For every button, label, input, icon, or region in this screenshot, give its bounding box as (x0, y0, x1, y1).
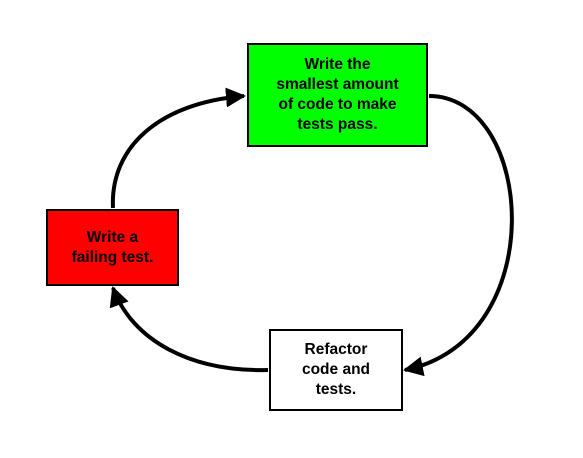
node-text-line: Write the (304, 56, 371, 73)
node-text-line: failing test. (71, 248, 154, 266)
node-text-line: tests pass. (297, 116, 378, 133)
node-text-line: smallest amount (276, 76, 399, 93)
make-tests-pass-node: Write the smallest amount of code to mak… (247, 43, 428, 147)
write-failing-test-node: Write a failing test. (46, 209, 179, 286)
arrow-failing-to-pass (110, 87, 246, 209)
arrow-refactor-to-failing (109, 286, 269, 373)
node-text-line: tests. (315, 381, 357, 398)
node-text-line: code and (301, 361, 371, 378)
node-text-line: of code to make (278, 96, 397, 113)
arrow-pass-to-refactor (403, 94, 514, 377)
node-text-line: Write a (86, 228, 139, 246)
refactor-node: Refactor code and tests. (269, 329, 403, 411)
node-text-line: Refactor (304, 341, 368, 358)
